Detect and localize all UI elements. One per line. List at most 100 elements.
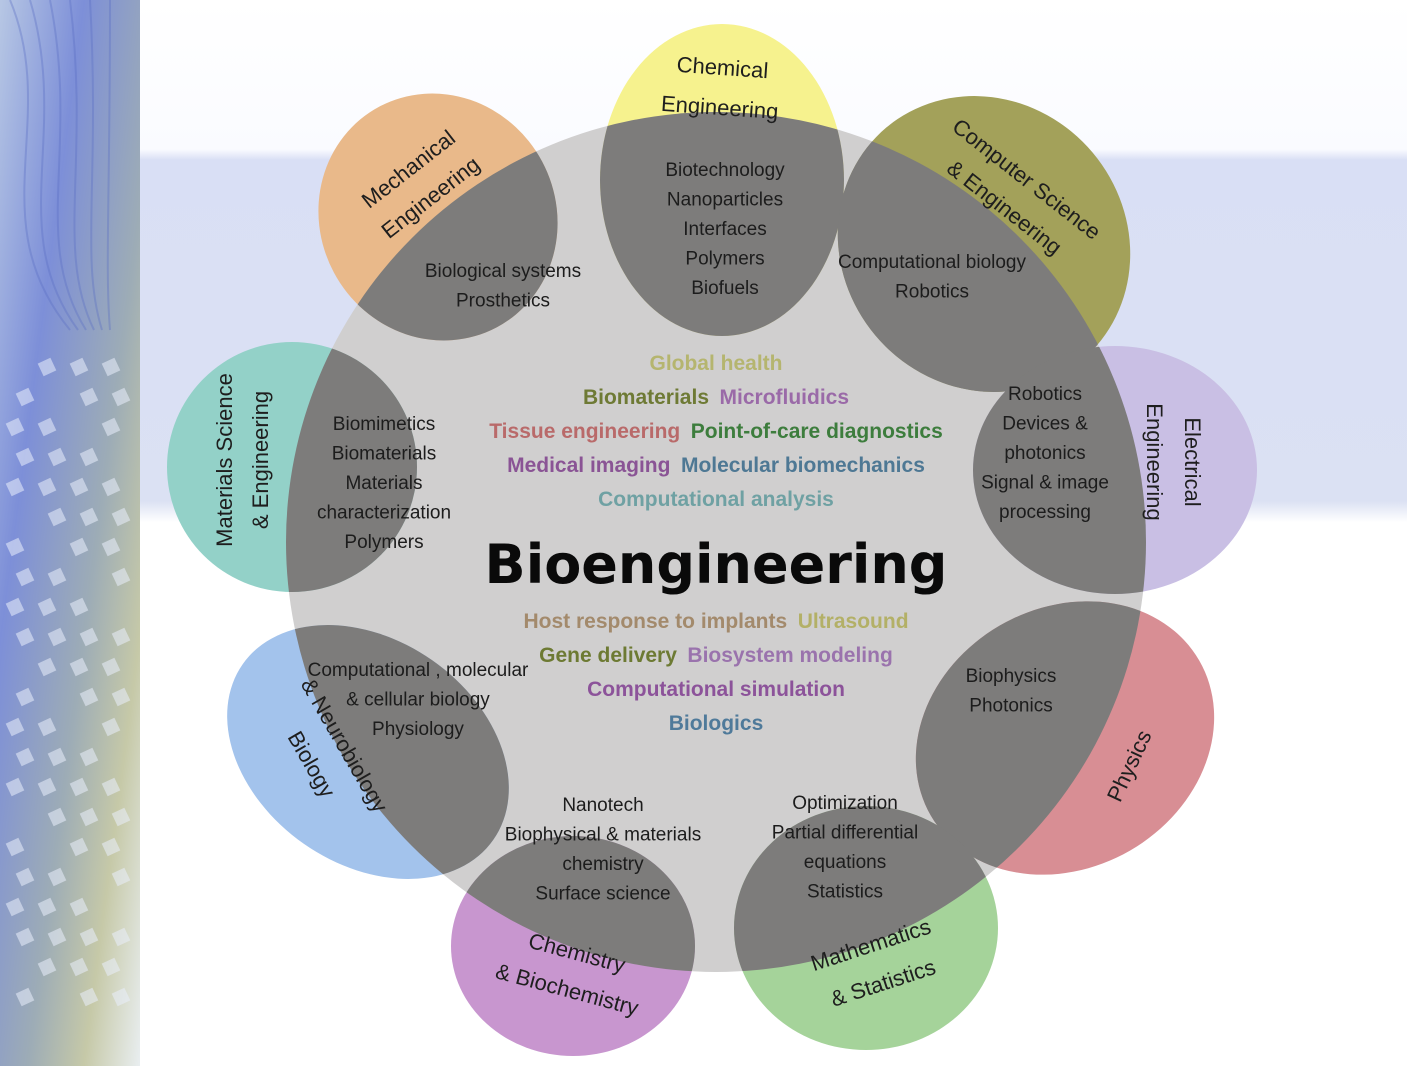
circuit-chip-decoration	[79, 987, 99, 1007]
overlap-item: equations	[804, 852, 886, 873]
topic-label: Computational analysis	[598, 488, 834, 511]
circuit-chip-decoration	[37, 957, 57, 977]
overlap-item: Statistics	[807, 882, 883, 903]
topic-label: Tissue engineering	[489, 420, 680, 443]
circuit-chip-decoration	[15, 447, 35, 467]
circuit-chip-decoration	[69, 957, 89, 977]
circuit-chip-decoration	[111, 567, 131, 587]
topic-row: Medical imaging Molecular biomechanics	[507, 454, 925, 477]
topic-row: Tissue engineering Point-of-care diagnos…	[489, 420, 943, 443]
circuit-chip-decoration	[69, 837, 89, 857]
circuit-chip-decoration	[79, 627, 99, 647]
circuit-chip-decoration	[5, 777, 25, 797]
topic-label: Ultrasound	[787, 610, 908, 633]
decorative-curve	[49, 0, 87, 331]
topic-row: Biomaterials Microfluidics	[583, 386, 849, 409]
petal-title-line: Materials Science	[212, 373, 237, 547]
topic-row: Gene delivery Biosystem modeling	[539, 644, 893, 667]
circuit-chip-decoration	[37, 417, 57, 437]
circuit-chip-decoration	[111, 627, 131, 647]
topic-row: Biologics	[669, 712, 764, 735]
decorative-curve	[9, 0, 71, 331]
circuit-chip-decoration	[5, 417, 25, 437]
circuit-chip-decoration	[5, 597, 25, 617]
circuit-chip-decoration	[69, 777, 89, 797]
overlap-chemical-engineering	[600, 112, 844, 336]
circuit-chip-decoration	[101, 657, 121, 677]
overlap-item: chemistry	[562, 854, 644, 875]
circuit-chip-decoration	[47, 747, 67, 767]
circuit-chip-decoration	[101, 357, 121, 377]
topic-label: Biosystem modeling	[677, 644, 893, 667]
circuit-chip-decoration	[15, 927, 35, 947]
overlap-item: & cellular biology	[346, 690, 490, 711]
circuit-chip-decoration	[101, 717, 121, 737]
circuit-chip-decoration	[79, 747, 99, 767]
overlap-item: Robotics	[895, 282, 969, 303]
circuit-chip-decoration	[37, 717, 57, 737]
topic-label: Host response to implants	[523, 610, 787, 633]
topic-label: Computational simulation	[587, 678, 845, 701]
petal-title-electrical-engineering: ElectricalEngineering	[1142, 403, 1205, 520]
circuit-chip-decoration	[79, 507, 99, 527]
overlap-item: Biophysics	[966, 666, 1057, 687]
circuit-chip-decoration	[101, 957, 121, 977]
circuit-chip-decoration	[111, 687, 131, 707]
decorative-circuit-pattern	[5, 0, 131, 1007]
topic-label: Biomaterials	[583, 386, 709, 409]
circuit-chip-decoration	[37, 897, 57, 917]
overlap-item: Partial differential	[772, 823, 918, 844]
circuit-chip-decoration	[111, 807, 131, 827]
topic-row: Computational analysis	[598, 488, 834, 511]
circuit-chip-decoration	[47, 627, 67, 647]
topic-label: Medical imaging	[507, 454, 670, 477]
topic-label: Biologics	[669, 712, 764, 735]
main-title: Bioengineering	[485, 533, 948, 596]
circuit-chip-decoration	[79, 387, 99, 407]
circuit-chip-decoration	[37, 597, 57, 617]
circuit-chip-decoration	[37, 657, 57, 677]
circuit-chip-decoration	[111, 987, 131, 1007]
circuit-chip-decoration	[69, 537, 89, 557]
circuit-chip-decoration	[79, 687, 99, 707]
overlap-item: Biological systems	[425, 261, 581, 282]
decorative-curve	[29, 0, 79, 331]
circuit-chip-decoration	[5, 477, 25, 497]
circuit-chip-decoration	[15, 987, 35, 1007]
circuit-chip-decoration	[101, 777, 121, 797]
overlap-item: Computational biology	[838, 252, 1027, 273]
decorative-curve	[69, 0, 95, 331]
overlap-item: Biomaterials	[332, 444, 437, 465]
overlap-item: Signal & image	[981, 473, 1109, 494]
circuit-chip-decoration	[79, 447, 99, 467]
overlap-item: characterization	[317, 503, 451, 524]
circuit-chip-decoration	[69, 357, 89, 377]
overlap-item: processing	[999, 502, 1091, 523]
circuit-chip-decoration	[5, 897, 25, 917]
decorative-curve	[89, 0, 103, 331]
overlap-item: Surface science	[535, 884, 670, 905]
overlap-item: Biomimetics	[333, 414, 435, 435]
circuit-chip-decoration	[47, 567, 67, 587]
circuit-chip-decoration	[111, 927, 131, 947]
circuit-chip-decoration	[111, 867, 131, 887]
circuit-chip-decoration	[69, 597, 89, 617]
overlap-item: Biotechnology	[665, 160, 785, 181]
overlap-item: Biofuels	[691, 278, 759, 299]
circuit-chip-decoration	[15, 687, 35, 707]
circuit-chip-decoration	[47, 867, 67, 887]
circuit-chip-decoration	[47, 927, 67, 947]
circuit-chip-decoration	[69, 897, 89, 917]
overlap-mathematics-statistics	[734, 806, 998, 972]
circuit-chip-decoration	[5, 837, 25, 857]
overlap-item: Devices &	[1002, 414, 1088, 435]
topic-row: Computational simulation	[587, 678, 845, 701]
